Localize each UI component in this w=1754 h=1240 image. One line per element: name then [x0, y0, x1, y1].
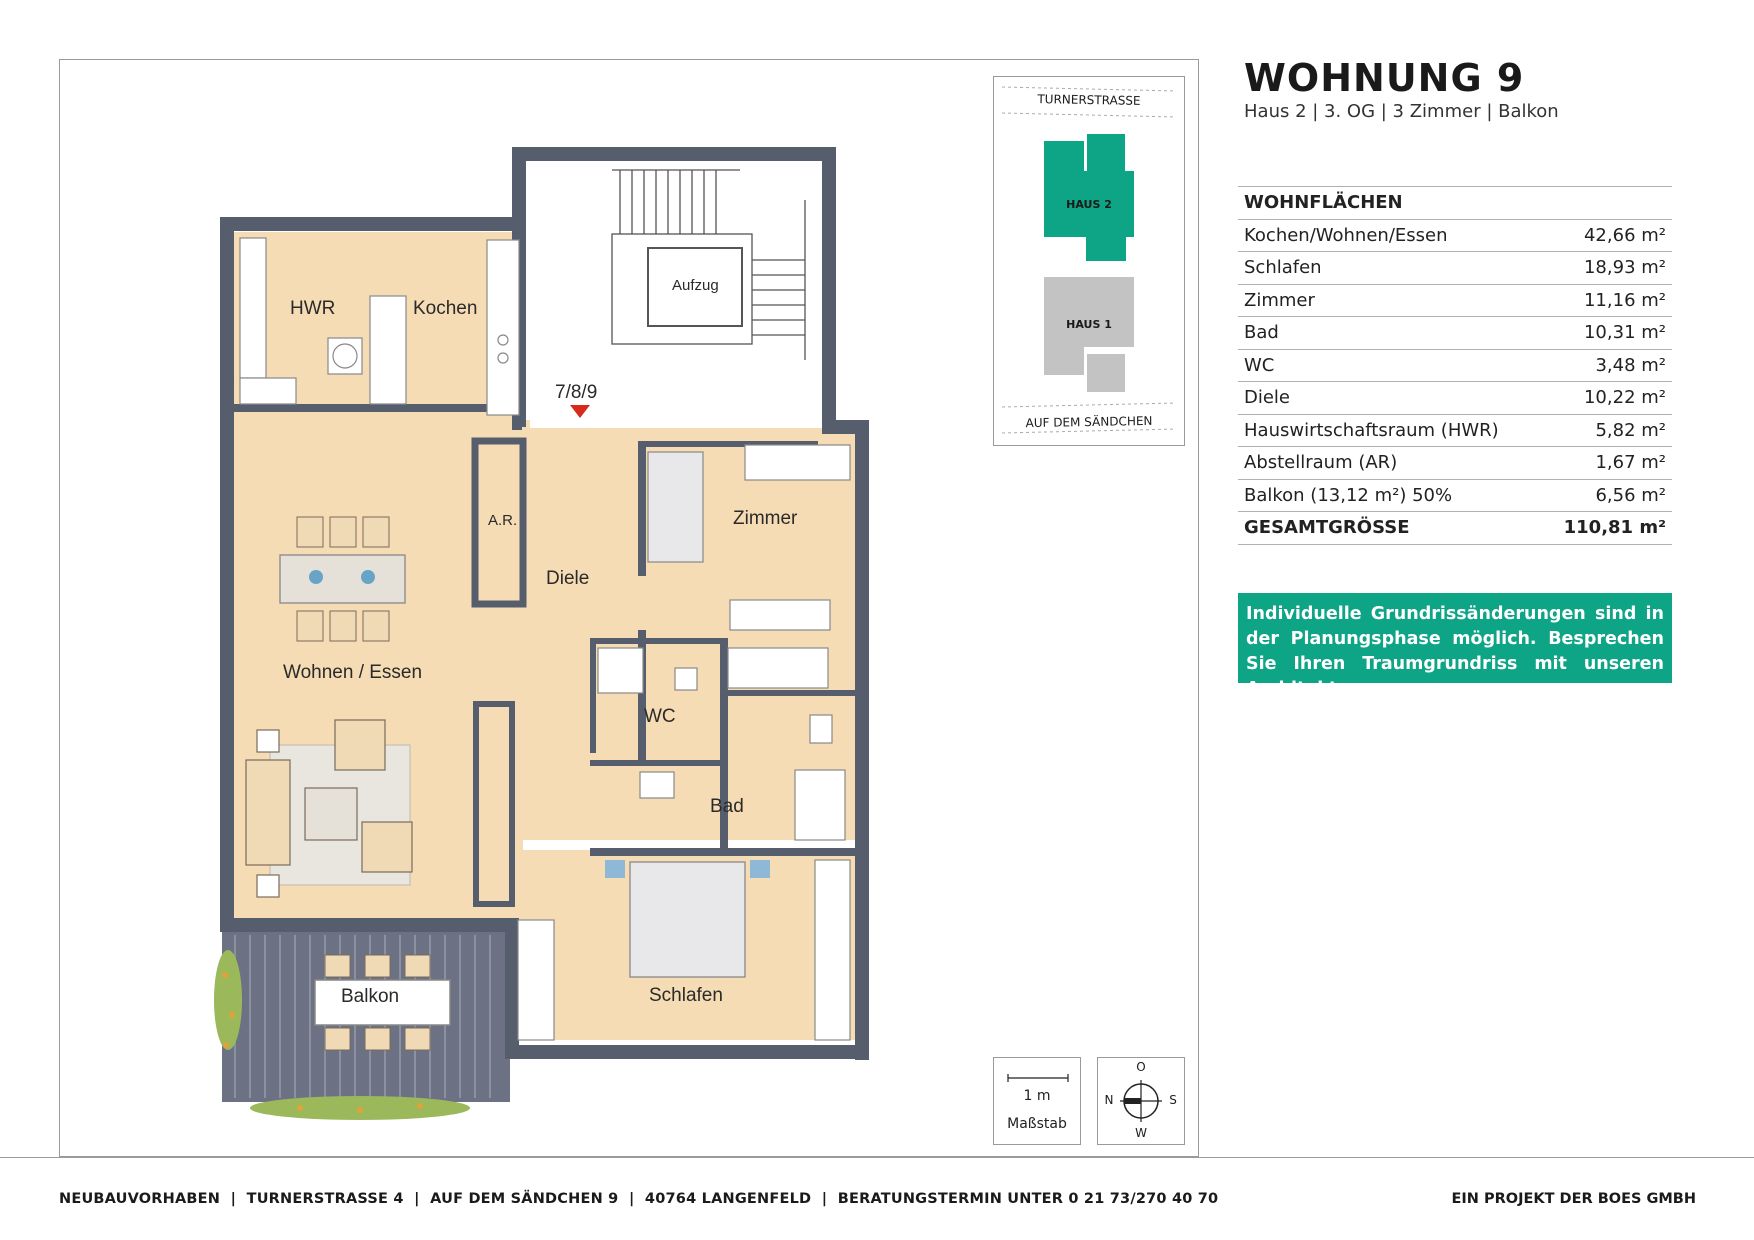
room-label-diele: Diele [546, 568, 589, 589]
area-value: 18,93 m² [1541, 251, 1672, 285]
compass: O N S W [1097, 1057, 1185, 1145]
area-label: Bad [1238, 316, 1542, 350]
compass-s: S [1169, 1093, 1177, 1107]
area-label: Hauswirtschaftsraum (HWR) [1238, 414, 1542, 447]
compass-w: W [1135, 1126, 1147, 1140]
area-value: 10,31 m² [1541, 316, 1672, 350]
plan-frame [59, 59, 1199, 1157]
room-label-bad: Bad [710, 796, 744, 817]
living-furniture [245, 719, 413, 898]
footer-divider [0, 1157, 1754, 1158]
room-label-wohnen: Wohnen / Essen [283, 662, 422, 683]
house1-label: HAUS 1 [1066, 318, 1112, 331]
compass-icon [1120, 1080, 1162, 1122]
bedroom-furniture [517, 859, 851, 1041]
compass-o: O [1136, 1060, 1146, 1074]
house2-shape [1044, 132, 1134, 261]
area-value: 5,82 m² [1541, 414, 1672, 447]
scale-box: 1 m Maßstab [993, 1057, 1081, 1145]
area-value: 11,16 m² [1541, 284, 1672, 317]
room-label-hwr: HWR [290, 298, 335, 319]
staircase [611, 169, 806, 360]
balcony [214, 930, 510, 1120]
room-label-balkon: Balkon [341, 986, 399, 1007]
area-label: Abstellraum (AR) [1238, 446, 1542, 480]
walls [220, 147, 869, 1060]
compass-n: N [1104, 1093, 1114, 1107]
table-row: Hauswirtschaftsraum (HWR)5,82 m² [1238, 414, 1672, 447]
scale-value: 1 m [1023, 1088, 1051, 1104]
footer-company: EIN PROJEKT DER BOES GMBH [1451, 1191, 1696, 1207]
table-row: Balkon (13,12 m²) 50%6,56 m² [1238, 479, 1672, 512]
room-label-ar: A.R. [488, 512, 517, 529]
room-label-zimmer: Zimmer [733, 508, 798, 529]
area-label: Balkon (13,12 m²) 50% [1238, 479, 1542, 512]
house1-shape [1044, 277, 1134, 394]
kitchen-furniture [239, 237, 520, 416]
room-label-wc: WC [644, 706, 676, 727]
page-title: WOHNUNG 9 [1244, 56, 1525, 100]
room-label-kochen: Kochen [413, 298, 477, 319]
zimmer-furniture [647, 444, 851, 631]
area-label: WC [1238, 349, 1542, 382]
total-label: GESAMTGRÖSSE [1238, 511, 1542, 545]
scale-label: Maßstab [1007, 1116, 1067, 1132]
area-label: Schlafen [1238, 251, 1542, 285]
room-label-schlafen: Schlafen [649, 985, 723, 1006]
footer-address: NEUBAUVORHABEN | TURNERSTRASSE 4 | AUF D… [59, 1191, 1219, 1207]
label-apartments: 7/8/9 [555, 382, 597, 403]
area-value: 1,67 m² [1541, 446, 1672, 480]
total-value: 110,81 m² [1541, 511, 1672, 545]
area-label: Diele [1238, 381, 1542, 415]
table-row: Abstellraum (AR)1,67 m² [1238, 446, 1672, 480]
info-note: Individuelle Grundrissänderungen sind in… [1238, 593, 1672, 699]
entrance-marker-icon [570, 405, 590, 418]
area-value: 3,48 m² [1541, 349, 1672, 382]
site-plan: TURNERSTRASSE AUF DEM SÄNDCHEN HAUS 2 HA… [993, 76, 1185, 446]
page-subtitle: Haus 2 | 3. OG | 3 Zimmer | Balkon [1244, 101, 1559, 122]
bath-fixtures [597, 647, 846, 841]
area-value: 10,22 m² [1541, 381, 1672, 415]
area-label: Zimmer [1238, 284, 1542, 317]
house2-label: HAUS 2 [1066, 198, 1112, 211]
dining-table [279, 516, 406, 642]
area-value: 6,56 m² [1541, 479, 1672, 512]
area-value: 42,66 m² [1541, 219, 1672, 252]
area-heading: WOHNFLÄCHEN [1238, 186, 1672, 220]
area-label: Kochen/Wohnen/Essen [1238, 219, 1542, 252]
table-header-row: WOHNFLÄCHEN [1238, 186, 1672, 220]
room-label-aufzug: Aufzug [672, 277, 719, 294]
